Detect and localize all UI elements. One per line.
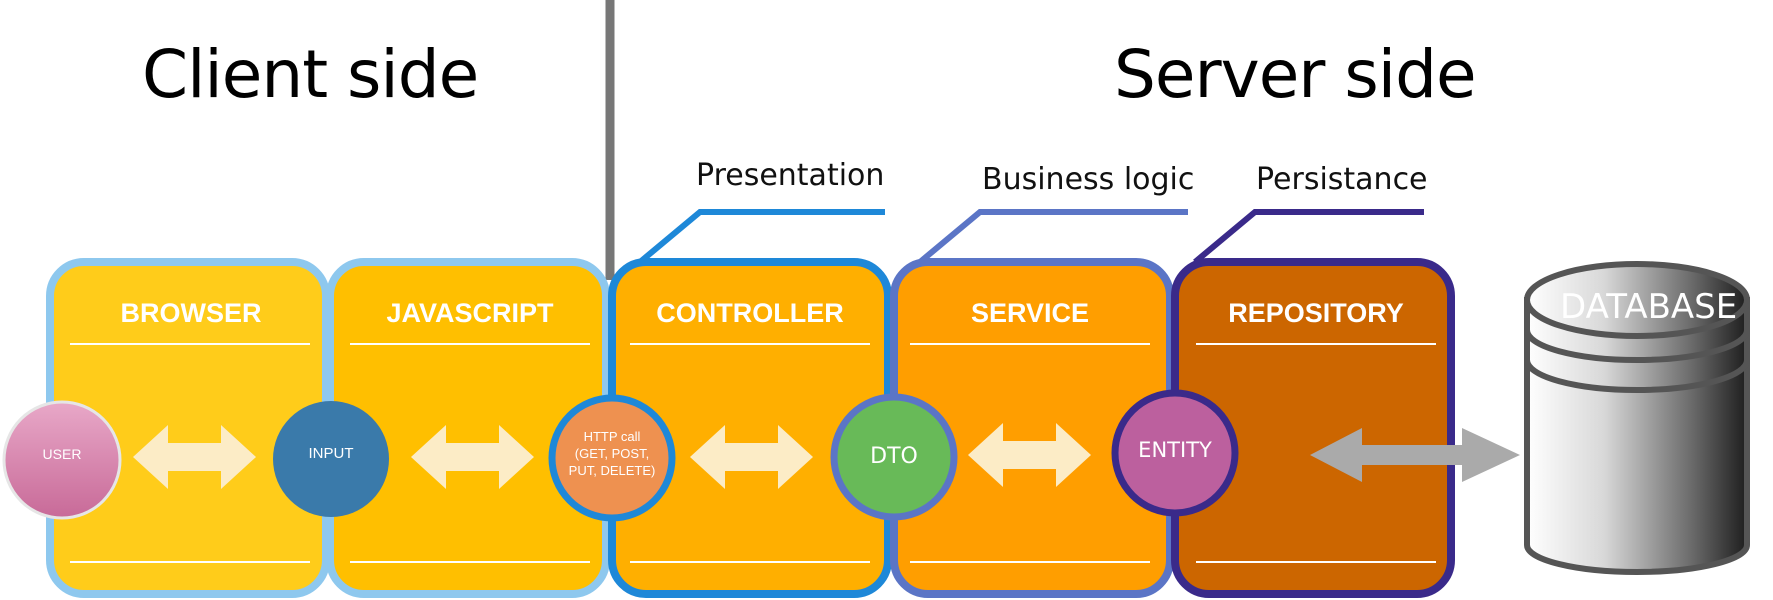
service-title: SERVICE — [970, 298, 1090, 328]
repository-title: REPOSITORY — [1228, 298, 1404, 328]
persistance-bracket — [1193, 209, 1424, 265]
input-node — [273, 401, 389, 517]
user-node — [2, 400, 122, 520]
persistance-label: Persistance — [1256, 162, 1428, 197]
http-call-node — [548, 394, 676, 522]
database-arrow-icon — [1310, 428, 1520, 482]
controller-title: CONTROLLER — [656, 298, 844, 328]
database-cylinder — [1524, 261, 1750, 575]
input-label: INPUT — [308, 445, 354, 462]
controller-arrow-icon — [690, 425, 813, 489]
http-call-label: HTTP call (GET, POST, PUT, DELETE) — [552, 428, 672, 479]
dto-node — [830, 393, 958, 521]
entity-node — [1111, 389, 1239, 517]
business-logic-bracket — [918, 209, 1188, 265]
presentation-bracket — [638, 209, 885, 265]
repository-box — [1171, 258, 1455, 598]
presentation-label: Presentation — [696, 158, 885, 193]
business-logic-label: Business logic — [982, 162, 1195, 197]
browser-title: BROWSER — [120, 298, 262, 328]
server-side-heading: Server side — [1114, 36, 1477, 113]
http-call-line1: HTTP call — [583, 429, 641, 444]
http-call-line3: PUT, DELETE) — [568, 463, 656, 478]
client-side-heading: Client side — [142, 36, 479, 113]
user-label: USER — [42, 446, 82, 462]
database-label: DATABASE — [1560, 287, 1738, 327]
service-arrow-icon — [968, 423, 1091, 487]
javascript-title: JAVASCRIPT — [386, 298, 554, 328]
dto-label: DTO — [870, 444, 918, 469]
javascript-arrow-icon — [411, 425, 534, 489]
browser-arrow-icon — [133, 425, 256, 489]
entity-label: ENTITY — [1138, 438, 1212, 462]
http-call-line2: (GET, POST, — [574, 446, 650, 461]
